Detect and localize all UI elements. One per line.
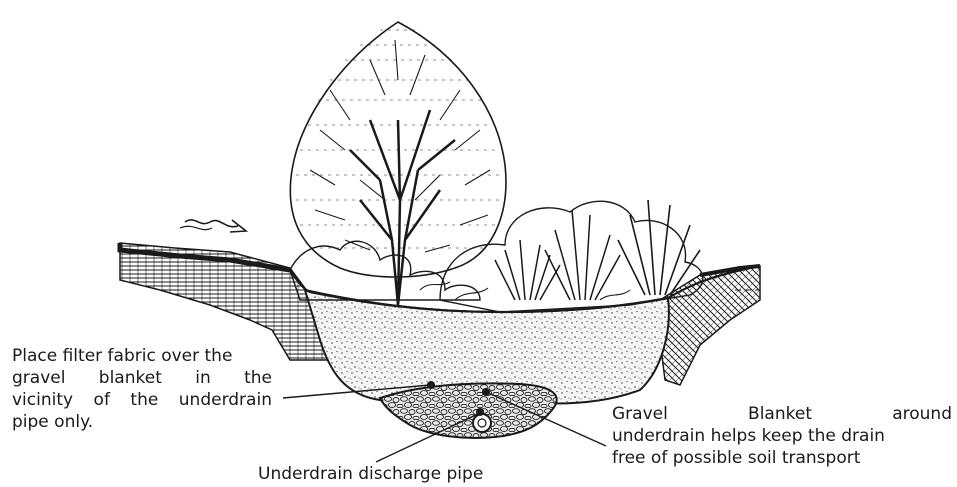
gravel-blanket-line2: underdrain helps keep the drain xyxy=(612,425,952,447)
filter-fabric-line2: gravel blanket in the xyxy=(12,367,272,389)
shrubs-and-grasses xyxy=(290,200,703,312)
gravel-blanket-line1: Gravel Blanket around xyxy=(612,403,952,425)
filter-fabric-line3: vicinity of the underdrain xyxy=(12,389,272,411)
filter-fabric-line4: pipe only. xyxy=(12,411,272,433)
discharge-pipe-label: Underdrain discharge pipe xyxy=(258,463,483,485)
inflow-arrow-icon xyxy=(180,220,246,232)
gravel-blanket xyxy=(380,383,557,438)
tree-icon xyxy=(290,22,506,305)
filter-fabric-line1: Place filter fabric over the xyxy=(12,345,272,367)
filter-fabric-label: Place filter fabric over the gravel blan… xyxy=(12,345,272,433)
gravel-blanket-label: Gravel Blanket around underdrain helps k… xyxy=(612,403,952,469)
underdrain-pipe-icon xyxy=(473,414,491,432)
gravel-blanket-line3: free of possible soil transport xyxy=(612,447,952,469)
